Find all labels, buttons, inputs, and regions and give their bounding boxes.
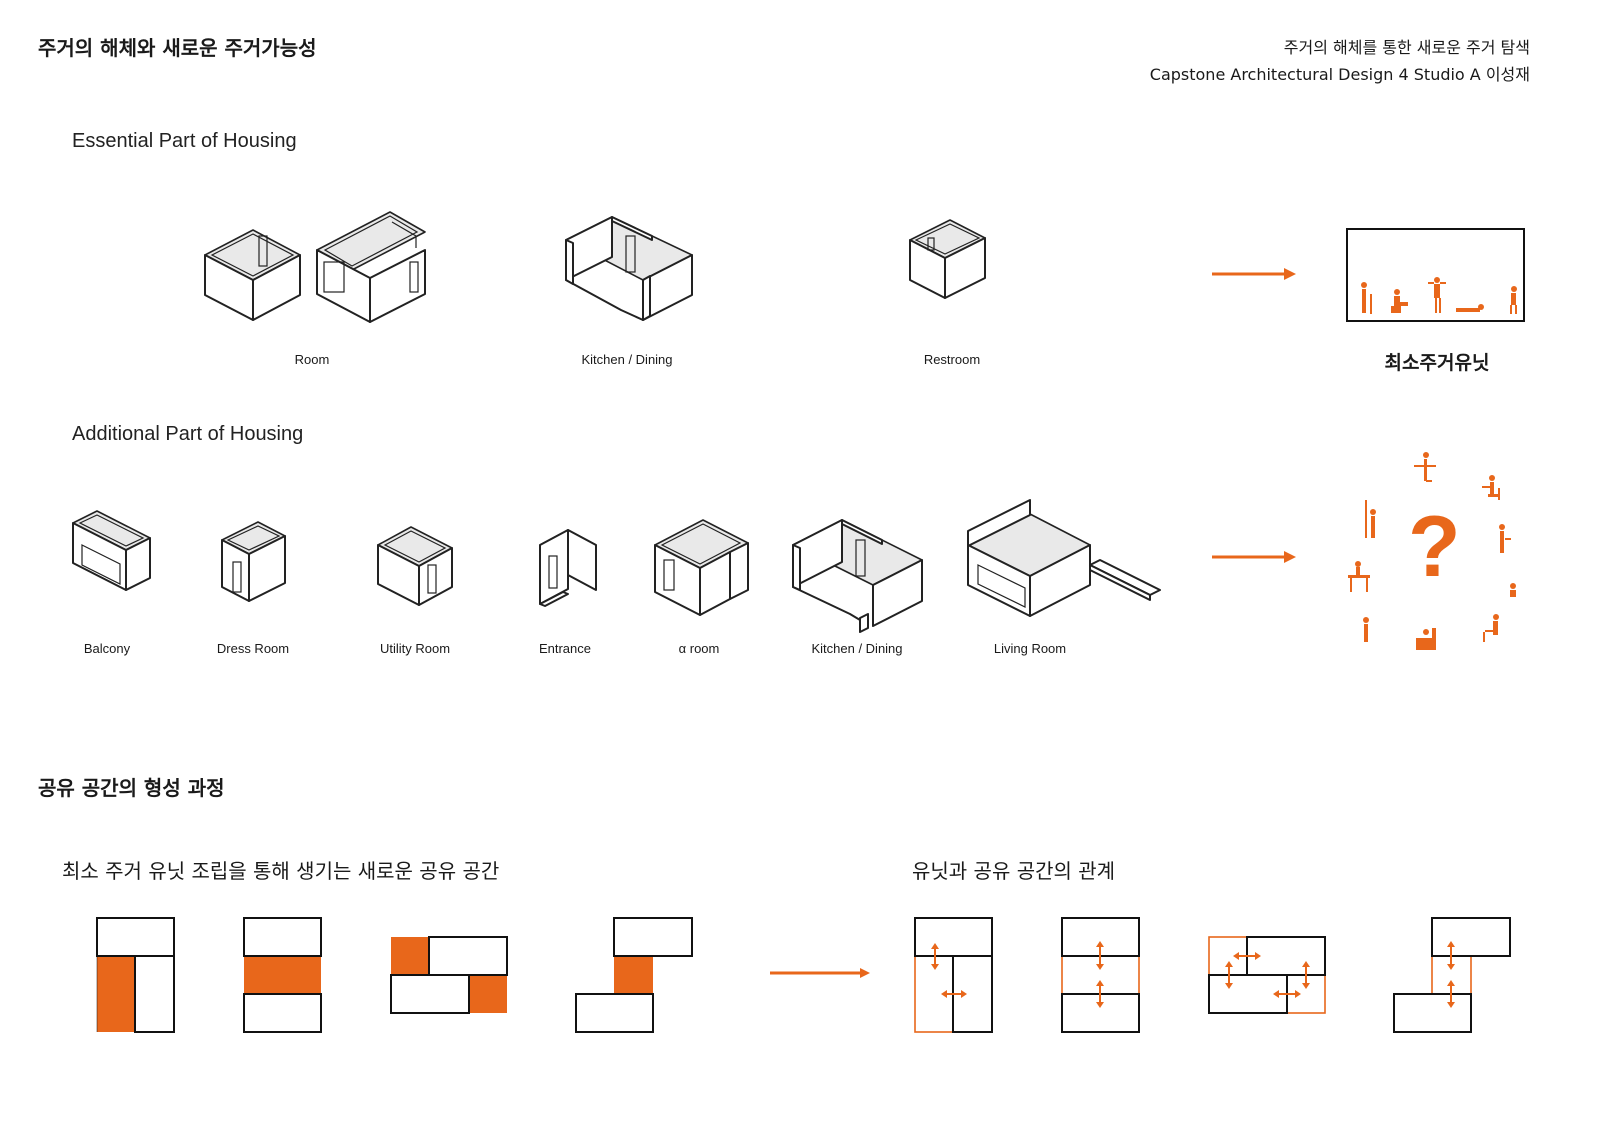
relation-diagram-1: [914, 917, 993, 1033]
header-subtitle: 주거의 해체를 통한 새로운 주거 탐색: [1283, 38, 1530, 57]
assembly-diagram-3: [390, 936, 508, 1014]
dress-room-module: [221, 521, 286, 602]
label-entrance: Entrance: [538, 641, 592, 656]
label-utility-room: Utility Room: [379, 641, 451, 656]
label-kitchen-dining-additional: Kitchen / Dining: [811, 641, 903, 656]
assembly-diagram-2: [243, 917, 322, 1033]
additional-section-title: Additional Part of Housing: [72, 423, 304, 445]
room-module-small: [204, 229, 301, 321]
living-room-module: [967, 499, 1161, 617]
room-module-large: [316, 211, 426, 323]
header-studio: Capstone Architectural Design 4 Studio A…: [1149, 65, 1530, 84]
label-alpha-room: α room: [678, 641, 720, 656]
relation-subtitle: 유닛과 공유 공간의 관계: [912, 859, 1116, 883]
shared-section-title: 공유 공간의 형성 과정: [38, 776, 225, 800]
restroom-module: [909, 219, 986, 299]
relation-diagram-3: [1208, 936, 1326, 1014]
label-balcony: Balcony: [83, 641, 131, 656]
entrance-module: [539, 529, 597, 607]
label-room: Room: [294, 352, 330, 367]
minimum-unit-label: 최소주거유닛: [1384, 352, 1490, 374]
utility-room-module: [377, 526, 453, 606]
assembly-diagram-4: [575, 917, 693, 1033]
relation-diagram-2: [1061, 917, 1140, 1033]
human-figures-unit: [1361, 277, 1517, 314]
label-kitchen-dining: Kitchen / Dining: [581, 352, 673, 367]
kitchen-dining-additional-module: [792, 519, 923, 633]
assembly-subtitle: 최소 주거 유닛 조립을 통해 생기는 새로운 공유 공간: [62, 859, 500, 883]
page-title: 주거의 해체와 새로운 주거가능성: [38, 36, 317, 60]
essential-section-title: Essential Part of Housing: [72, 130, 297, 152]
label-living-room: Living Room: [993, 641, 1067, 656]
question-mark: ?: [1408, 499, 1461, 595]
human-figures-activities: [1348, 452, 1516, 650]
kitchen-dining-module: [565, 216, 693, 321]
label-restroom: Restroom: [923, 352, 981, 367]
balcony-module: [72, 510, 151, 591]
alpha-room-module: [654, 519, 749, 616]
label-dress-room: Dress Room: [216, 641, 290, 656]
relation-diagram-4: [1393, 917, 1511, 1033]
header-info: 주거의 해체를 통한 새로운 주거 탐색 Capstone Architectu…: [1150, 34, 1530, 88]
assembly-diagram-1: [96, 917, 175, 1033]
